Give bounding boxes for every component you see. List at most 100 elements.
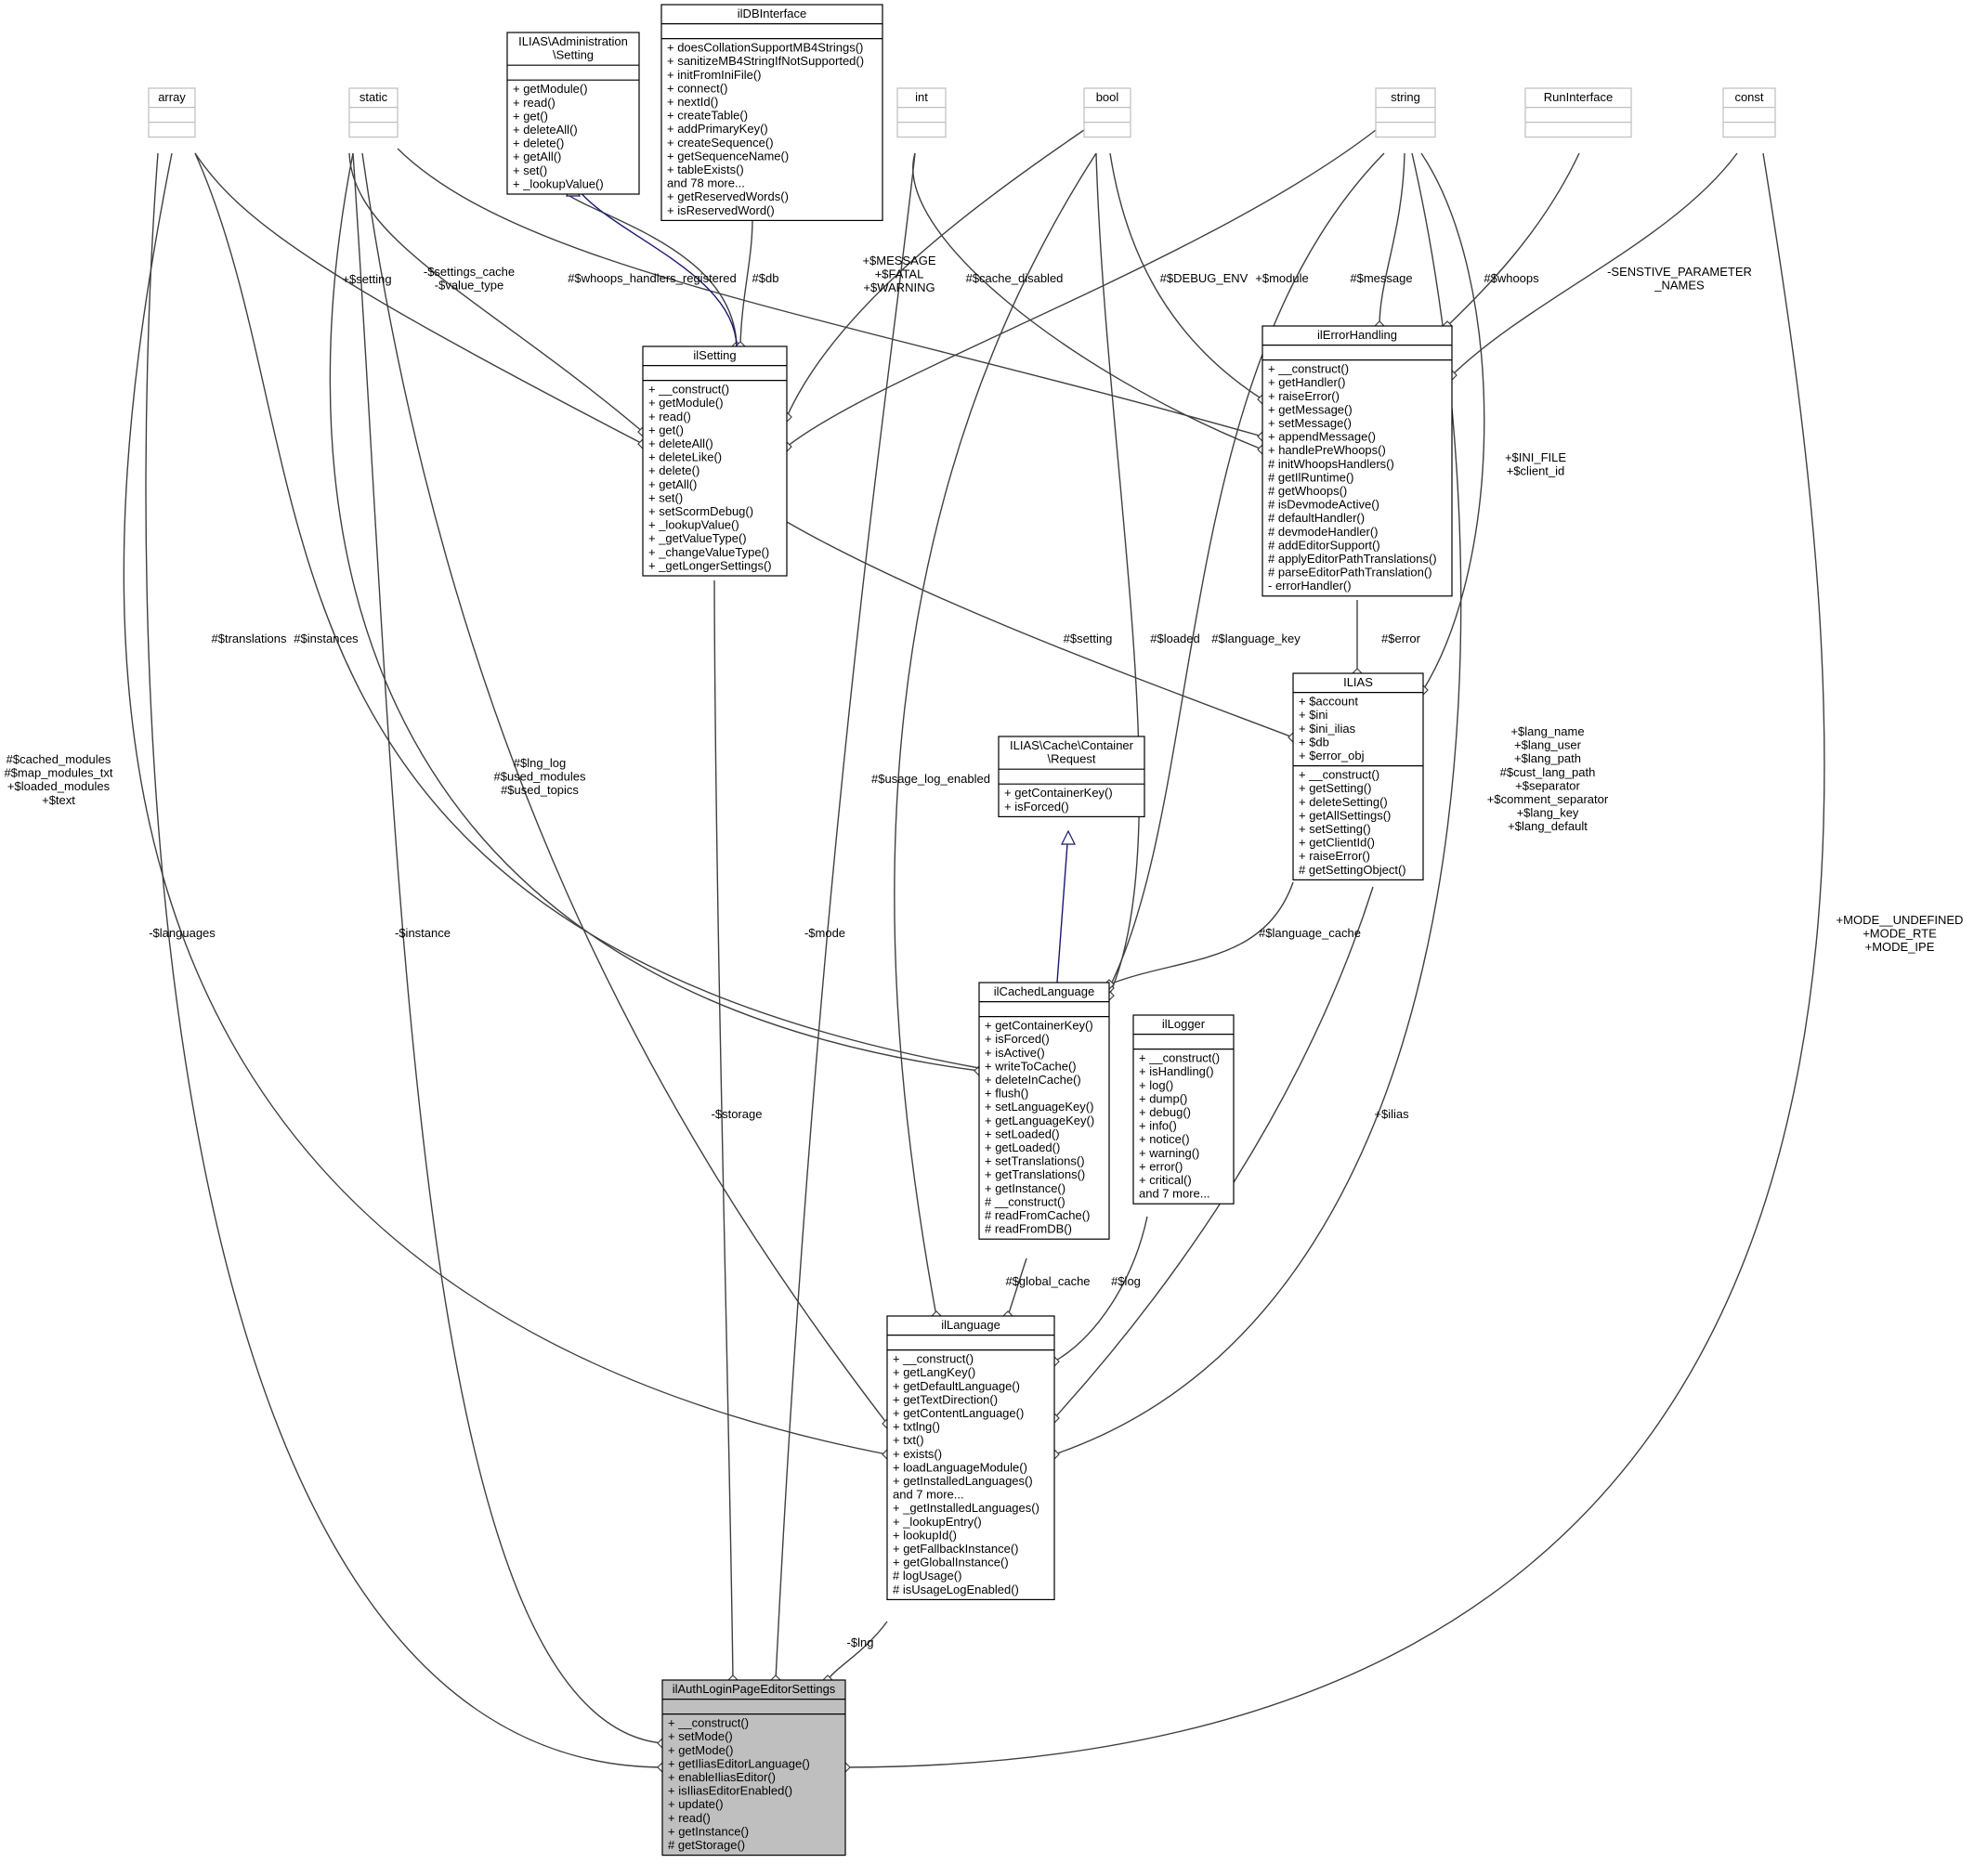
class-attribute: + $db xyxy=(1299,735,1329,749)
class-method: + initFromIniFile() xyxy=(667,68,762,82)
edge-label-l_lng: -$lng xyxy=(847,1635,874,1649)
edge-label-l_error: #$error xyxy=(1381,632,1421,645)
class-method: + getClientId() xyxy=(1299,836,1375,850)
class-node-ilerrorhandling[interactable]: ilErrorHandling+ __construct()+ getHandl… xyxy=(1262,325,1453,597)
class-method: # logUsage() xyxy=(893,1569,961,1583)
class-method: + _lookupValue() xyxy=(648,518,739,532)
edge-label-l_log: #$log xyxy=(1111,1274,1141,1288)
class-method: + getReservedWords() xyxy=(667,189,789,203)
edge-label-l_instances: #$instances xyxy=(294,632,359,645)
class-box xyxy=(886,1315,1055,1600)
class-node-ilcachedlanguage[interactable]: ilCachedLanguage+ getContainerKey()+ isF… xyxy=(978,982,1110,1240)
edge-label-l_lang_name: +$lang_path xyxy=(1514,751,1581,765)
class-method: + read() xyxy=(648,410,691,423)
class-method: # initWhoopsHandlers() xyxy=(1268,457,1394,471)
edge-label-l_lang_name: +$separator xyxy=(1515,778,1580,792)
class-method: + getAll() xyxy=(648,477,697,491)
edge-label-l_whoops_registered: #$whoops_handlers_registered xyxy=(568,271,736,285)
edge-array-ilsetting xyxy=(194,152,648,449)
edge-label-l_lang_name: +$lang_key xyxy=(1517,806,1579,820)
class-node-admin_setting[interactable]: ILIAS\Administration\Setting+ getModule(… xyxy=(506,32,640,195)
class-method: + isHandling() xyxy=(1139,1064,1214,1078)
class-box xyxy=(1722,87,1776,138)
class-node-ilsetting[interactable]: ilSetting+ __construct()+ getModule()+ r… xyxy=(642,345,788,577)
edge-err-ilias xyxy=(1352,600,1363,679)
edge-label-l_lang_name: #$cust_lang_path xyxy=(1500,765,1596,779)
class-method: + getLoaded() xyxy=(985,1140,1060,1154)
class-method: + writeToCache() xyxy=(985,1059,1077,1073)
class-box xyxy=(978,982,1110,1240)
edge-label-l_lng_log: #$lng_log xyxy=(514,756,566,770)
edge-label-l_lang_name: +$lang_name xyxy=(1510,724,1584,738)
class-method: + getContainerKey() xyxy=(1004,786,1113,800)
class-method: + getSequenceName() xyxy=(667,149,789,163)
class-method: + tableExists() xyxy=(667,163,744,176)
class-node-dbinterface[interactable]: ilDBInterface+ doesCollationSupportMB4St… xyxy=(660,4,883,221)
class-method: # defaultHandler() xyxy=(1268,511,1365,525)
class-method: + get() xyxy=(513,109,548,123)
class-method: + setSetting() xyxy=(1299,822,1371,836)
class-method: # readFromDB() xyxy=(985,1222,1072,1236)
class-method: + getLangKey() xyxy=(893,1365,975,1379)
class-method: + __construct() xyxy=(893,1352,974,1366)
class-method: + set() xyxy=(648,490,683,504)
class-method: + getSetting() xyxy=(1299,781,1371,795)
class-node-array[interactable]: array xyxy=(148,87,196,138)
class-method: + warning() xyxy=(1139,1146,1199,1160)
edge-label-l_message_fatal: +$MESSAGE xyxy=(862,254,935,267)
class-node-const[interactable]: const xyxy=(1722,87,1776,138)
class-node-illanguage[interactable]: ilLanguage+ __construct()+ getLangKey()+… xyxy=(886,1315,1055,1600)
edge-label-l_language_key: #$language_key xyxy=(1211,632,1301,645)
edge-label-l_whoops: #$whoops xyxy=(1484,271,1539,285)
class-method: + txtlng() xyxy=(893,1420,940,1434)
class-method: + loadLanguageModule() xyxy=(893,1460,1027,1474)
edge-label-l_instance: -$instance xyxy=(395,926,451,940)
class-node-bool[interactable]: bool xyxy=(1083,87,1131,138)
class-node-focus[interactable]: ilAuthLoginPageEditorSettings+ __constru… xyxy=(661,1679,846,1856)
edge-label-l_db: #$db xyxy=(752,271,779,285)
class-method: + __construct() xyxy=(668,1716,749,1730)
edge-label-l_message_fatal: +$FATAL xyxy=(875,267,924,281)
class-method: + getAll() xyxy=(513,150,561,163)
edge-static-ilsetting xyxy=(348,152,648,437)
class-box xyxy=(642,345,788,577)
edge-label-l_storage: -$storage xyxy=(712,1107,763,1121)
class-method: + error() xyxy=(1139,1159,1183,1173)
edge-label-l_settings_cache: -$value_type xyxy=(435,279,503,293)
edge-label-l_cached_modules: #$cached_modules xyxy=(7,752,111,766)
class-method: + sanitizeMB4StringIfNotSupported() xyxy=(667,54,864,68)
class-name: const xyxy=(1734,90,1763,104)
edge-label-l_ini_file: +$INI_FILE xyxy=(1505,450,1566,464)
class-method: + delete() xyxy=(513,137,564,150)
edge-label-l_module: +$module xyxy=(1255,271,1308,285)
class-method: # getStorage() xyxy=(668,1838,745,1852)
class-name: ilSetting xyxy=(693,348,736,362)
class-node-ilias[interactable]: ILIAS+ $account+ $ini+ $ini_ilias+ $db+ … xyxy=(1292,672,1424,880)
class-name: RunInterface xyxy=(1544,90,1613,104)
class-method: + info() xyxy=(1139,1119,1177,1133)
class-method: # devmodeHandler() xyxy=(1268,525,1379,539)
class-method: + isForced() xyxy=(1004,800,1069,814)
class-attribute: + $account xyxy=(1299,695,1358,709)
class-node-static[interactable]: static xyxy=(348,87,399,138)
class-method: and 7 more... xyxy=(1139,1187,1210,1201)
class-node-string[interactable]: string xyxy=(1375,87,1436,138)
class-name: int xyxy=(915,90,928,104)
class-method: + lookupId() xyxy=(893,1528,957,1542)
class-node-illogger[interactable]: ilLogger+ __construct()+ isHandling()+ l… xyxy=(1132,1014,1235,1205)
class-method: + deleteInCache() xyxy=(985,1073,1081,1087)
edge-label-l_lang_name: +$comment_separator xyxy=(1487,792,1609,806)
edge-label-l_ilias: +$ilias xyxy=(1374,1107,1409,1121)
class-method: # parseEditorPathTranslation() xyxy=(1268,566,1432,580)
class-method: + deleteSetting() xyxy=(1299,795,1388,809)
edge-label-l_mode: -$mode xyxy=(804,926,845,940)
class-node-int[interactable]: int xyxy=(896,87,947,138)
class-method: - errorHandler() xyxy=(1268,579,1352,593)
class-method: + getMode() xyxy=(668,1743,733,1757)
class-method: + isActive() xyxy=(985,1046,1045,1060)
edge-label-l_sensitive: -SENSTIVE_PARAMETER xyxy=(1607,265,1752,279)
class-method: # isDevmodeActive() xyxy=(1268,498,1379,512)
class-node-cache_request[interactable]: ILIAS\Cache\Container\Request+ getContai… xyxy=(998,736,1145,818)
class-node-runinterface[interactable]: RunInterface xyxy=(1524,87,1632,138)
edge-bool-cached xyxy=(1095,152,1141,1001)
